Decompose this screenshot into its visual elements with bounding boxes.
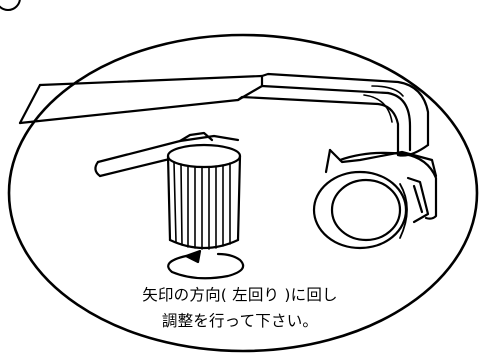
adjustment-knob [166, 143, 242, 250]
detail-ellipse-frame [7, 33, 479, 353]
instruction-caption: 矢印の方向( 左回り )に回し 調整を行って下さい。 [100, 282, 380, 334]
instruction-line-1: 矢印の方向( 左回り )に回し [142, 286, 338, 304]
rotation-arrow-icon [167, 249, 245, 280]
chair-base-frame [18, 72, 430, 157]
instruction-line-2: 調整を行って下さい。 [161, 312, 319, 330]
caster-wheel [312, 148, 438, 250]
step-number-marker [0, 0, 21, 11]
